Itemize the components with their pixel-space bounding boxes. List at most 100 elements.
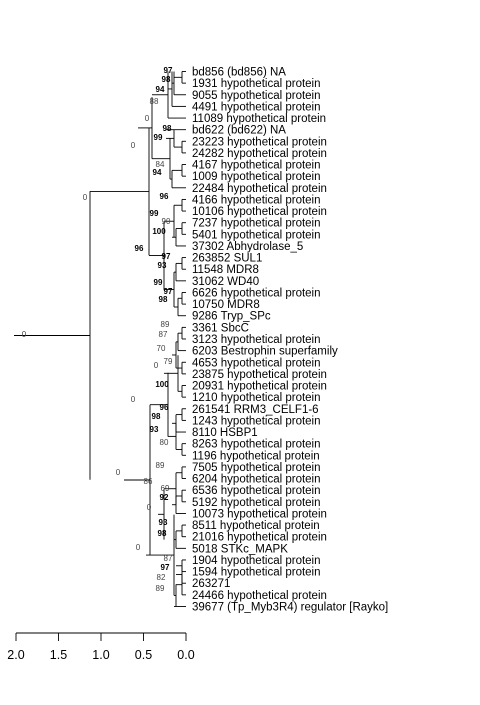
leaf-label: 11548 MDR8 [192,264,259,276]
bootstrap-value: 98 [162,75,171,84]
scale-axis: 2.0 1.5 1.0 0.5 0.0 [7,632,195,662]
bootstrap-value: 94 [153,168,162,177]
leaf-label: 9055 hypothetical protein [192,90,321,102]
bootstrap-value: 97 [161,563,170,572]
bootstrap-value: 0 [22,330,27,339]
leaf-label: 24466 hypothetical protein [192,590,327,602]
bootstrap-value: 88 [150,97,159,106]
leaf-label: 4653 hypothetical protein [192,357,321,369]
leaf-label: 9286 Tryp_SPc [192,311,271,323]
bootstrap-value: 89 [156,461,165,470]
bootstrap-value: 0 [83,193,88,202]
bootstrap-value: 96 [160,192,169,201]
leaf-label: 20931 hypothetical protein [192,381,327,393]
bootstrap-value: 89 [156,584,165,593]
leaf-label: 261541 RRM3_CELF1-6 [192,404,319,416]
leaf-label: 1243 hypothetical protein [192,415,321,427]
leaf-label: 3361 SbcC [192,322,249,334]
leaf-label: 39677 (Tp_Myb3R4) regulator [Rayko] [192,601,388,613]
leaf-label: 31062 WD40 [192,276,259,288]
bootstrap-value: 93 [159,518,168,527]
bootstrap-value: 97 [162,252,171,261]
leaf-label: 22484 hypothetical protein [192,183,327,195]
bootstrap-value: 0 [154,361,159,370]
leaf-label: 6204 hypothetical protein [192,474,321,486]
bootstrap-value: 98 [152,412,161,421]
bootstrap-value: 69 [161,484,170,493]
bootstrap-value: 99 [150,209,159,218]
leaf-label: 6536 hypothetical protein [192,485,321,497]
leaf-label: 21016 hypothetical protein [192,532,327,544]
bootstrap-value: 97 [164,287,173,296]
bootstrap-value: 87 [164,554,173,563]
leaf-label: 37302 Abhydrolase_5 [192,241,303,253]
bootstrap-value: 87 [159,330,168,339]
leaf-label: 1594 hypothetical protein [192,567,321,579]
leaf-label: 1196 hypothetical protein [192,450,320,462]
bootstrap-value: 82 [157,573,166,582]
leaf-label: 23223 hypothetical protein [192,136,327,148]
axis-tick-label: 2.0 [7,648,24,662]
leaf-label: 6203 Bestrophin superfamily [192,346,338,358]
bootstrap-value: 0 [116,468,121,477]
bootstrap-value: 98 [159,295,168,304]
leaf-label: 11089 hypothetical protein [192,113,326,125]
leaf-label: 23875 hypothetical protein [192,369,327,381]
leaf-label: 1009 hypothetical protein [192,171,321,183]
bootstrap-value: 0 [131,141,136,150]
leaf-label: 10073 hypothetical protein [192,508,327,520]
bootstrap-value: 90 [162,217,171,226]
leaf-label: 4491 hypothetical protein [192,101,321,113]
leaf-label: bd856 (bd856) NA [192,67,286,79]
bootstrap-value: 100 [152,227,166,236]
bootstrap-value: 93 [150,425,159,434]
bootstrap-value: 89 [161,320,170,329]
axis-tick-label: 0.5 [135,648,152,662]
bootstrap-value: 96 [160,403,169,412]
bootstrap-value: 94 [156,85,165,94]
bootstrap-value: 96 [135,244,144,253]
leaf-label: 5192 hypothetical protein [192,497,321,509]
leaf-label: 1210 hypothetical protein [192,392,321,404]
leaf-label: 1931 hypothetical protein [192,78,321,90]
leaf-label: bd622 (bd622) NA [192,125,286,137]
leaf-label: 10750 MDR8 [192,299,260,311]
leaf-label: 10106 hypothetical protein [192,206,327,218]
leaf-label: 263271 [192,578,230,590]
bootstrap-labels: 9798948809899849409699901009697939997980… [22,66,173,593]
bootstrap-value: 80 [160,438,169,447]
leaf-label: 8110 HSBP1 [192,427,258,439]
leaf-label: 5401 hypothetical protein [192,229,321,241]
bootstrap-value: 92 [160,493,169,502]
tree-branches [14,71,186,607]
axis-tick-label: 1.0 [92,648,109,662]
bootstrap-value: 0 [145,114,150,123]
bootstrap-value: 0 [147,503,152,512]
bootstrap-value: 0 [131,395,136,404]
leaf-label: 4166 hypothetical protein [192,194,321,206]
bootstrap-value: 97 [164,66,173,75]
leaf-label: 7237 hypothetical protein [192,218,321,230]
bootstrap-value: 99 [154,133,163,142]
axis-tick-label: 0.0 [177,648,194,662]
bootstrap-value: 86 [144,477,153,486]
axis-tick-label: 1.5 [50,648,67,662]
bootstrap-value: 98 [163,124,172,133]
bootstrap-value: 79 [164,357,173,366]
bootstrap-value: 93 [158,261,167,270]
leaf-label: 24282 hypothetical protein [192,148,327,160]
bootstrap-value: 84 [156,160,165,169]
leaf-label: 3123 hypothetical protein [192,334,321,346]
bootstrap-value: 70 [157,344,166,353]
leaf-label: 5018 STKc_MAPK [192,543,288,555]
leaf-label: 1904 hypothetical protein [192,555,321,567]
leaf-label: 8263 hypothetical protein [192,439,321,451]
leaf-label: 4167 hypothetical protein [192,160,321,172]
bootstrap-value: 0 [136,543,141,552]
leaf-label: 6626 hypothetical protein [192,287,321,299]
leaf-label: 263852 SUL1 [192,253,262,265]
leaf-label: 8511 hypothetical protein [192,520,320,532]
leaf-label: 7505 hypothetical protein [192,462,321,474]
